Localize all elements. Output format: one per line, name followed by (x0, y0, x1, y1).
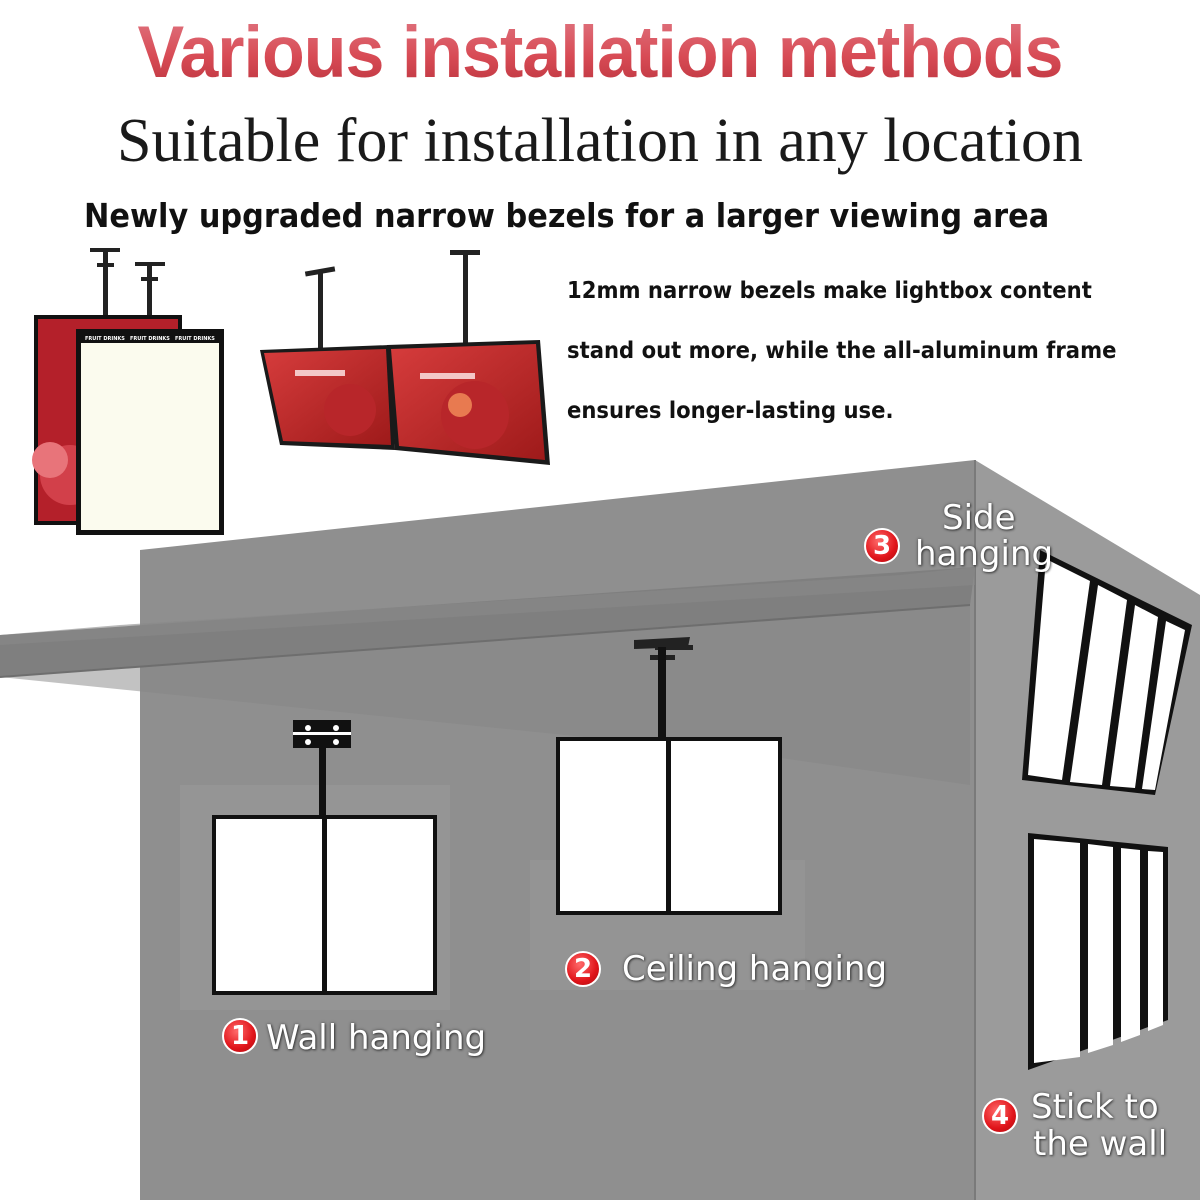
landscape-lightbox-photo (260, 250, 550, 465)
wall-hanging-lightbox (212, 720, 437, 995)
method-4-badge: 4 (982, 1098, 1018, 1134)
description-line-1: 12mm narrow bezels make lightbox content (567, 278, 1092, 304)
portrait-lightbox-photo: FRUIT DRINKS FRUIT DRINKS FRUIT DRINKS (32, 248, 224, 535)
method-3-badge: 3 (864, 528, 900, 564)
method-4-label-line1: Stick to (1031, 1087, 1159, 1127)
installation-scene (0, 460, 1200, 1200)
method-4-label-line2: the wall (1033, 1124, 1168, 1164)
method-2-label: Ceiling hanging (622, 949, 888, 989)
upgrade-heading: Newly upgraded narrow bezels for a large… (84, 196, 1050, 235)
ceiling-hanging-lightbox (556, 637, 782, 915)
description-line-2: stand out more, while the all-aluminum f… (567, 338, 1117, 364)
method-3-label-line1: Side (942, 498, 1016, 538)
side-hanging-lightbox (1022, 550, 1192, 795)
method-1-badge: 1 (222, 1018, 258, 1054)
method-2-badge: 2 (565, 951, 601, 987)
stick-to-wall-lightbox (1028, 833, 1168, 1070)
description-line-3: ensures longer-lasting use. (567, 398, 894, 424)
page-subtitle: Suitable for installation in any locatio… (117, 107, 1083, 175)
panel-text: FRUIT DRINKS (85, 336, 125, 342)
page-title: Various installation methods (0, 10, 1200, 94)
svg-text:FRUIT DRINKS: FRUIT DRINKS (175, 336, 215, 342)
method-3-label-line2: hanging (915, 534, 1054, 574)
method-1-label: Wall hanging (266, 1018, 487, 1058)
svg-text:FRUIT DRINKS: FRUIT DRINKS (130, 336, 170, 342)
